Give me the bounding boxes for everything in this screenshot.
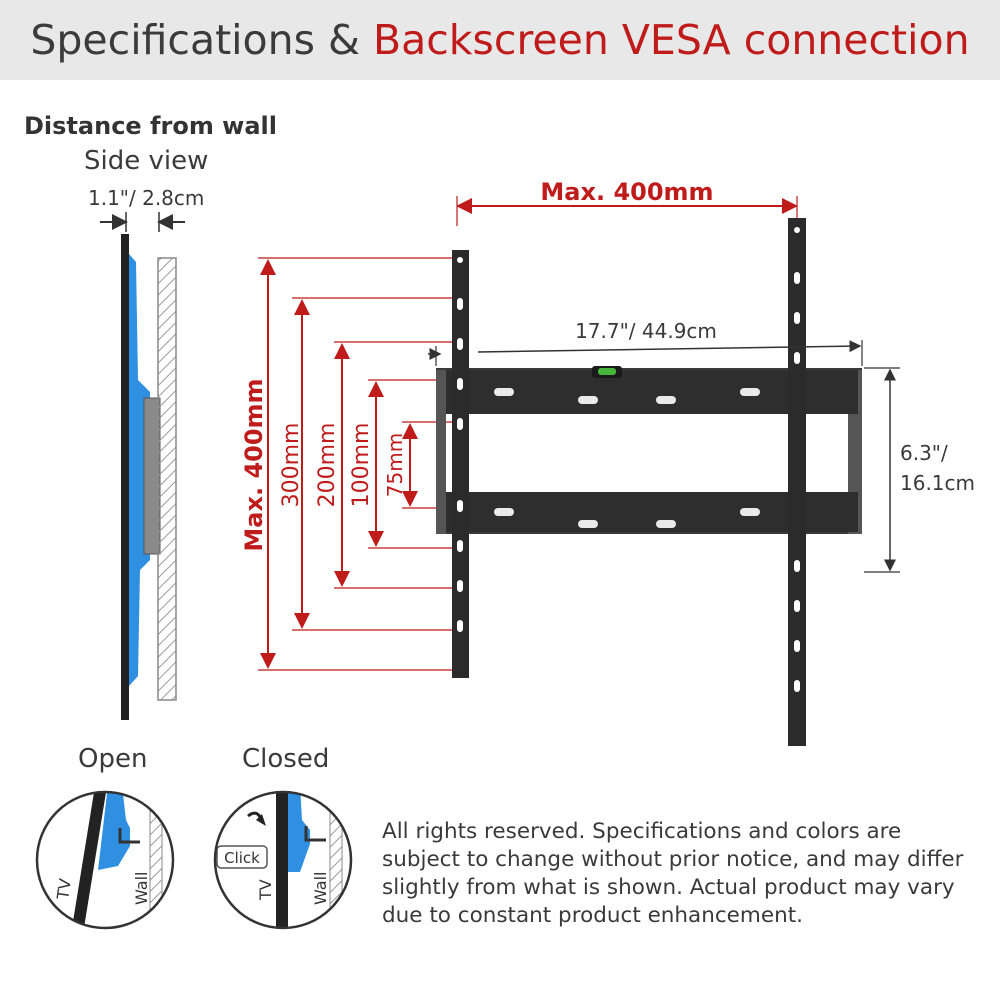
wall-bracket <box>436 218 862 746</box>
title-vesa: Backscreen VESA connection <box>373 16 970 64</box>
bracket-height-line2: 16.1cm <box>900 471 975 495</box>
open-detail: TV Wall <box>35 790 175 930</box>
right-vertical-arm <box>788 218 806 746</box>
closed-tv-label: TV <box>256 879 275 901</box>
dim-75-label: 75mm <box>383 433 407 497</box>
dim-300-label: 300mm <box>279 423 304 508</box>
width-max-label: Max. 400mm <box>540 178 713 206</box>
dim-100-label: 100mm <box>349 423 374 508</box>
side-view-label: Side view <box>84 146 209 176</box>
page-header: Specifications & Backscreen VESA connect… <box>0 0 1000 80</box>
wall-gap-label: 1.1"/ 2.8cm <box>88 186 205 210</box>
title-specifications: Specifications & <box>30 16 374 64</box>
vesa-dimensions: Max. 400mm Max. 400mm 300mm 200mm 100mm … <box>240 178 798 671</box>
closed-wall-label: Wall <box>311 872 330 906</box>
side-view-drawing <box>100 212 185 720</box>
dim-200-label: 200mm <box>315 423 340 508</box>
tv-back-blue <box>129 254 150 686</box>
open-tv-label: TV <box>53 877 75 901</box>
disclaimer-text: All rights reserved. Specifications and … <box>382 819 964 928</box>
bracket-dimensions: 17.7"/ 44.9cm 6.3"/ 16.1cm <box>428 319 975 573</box>
bracket-height-line1: 6.3"/ <box>900 441 948 465</box>
distance-title: Distance from wall <box>24 112 277 140</box>
closed-detail: Click TV Wall <box>213 790 353 930</box>
bracket-width-label: 17.7"/ 44.9cm <box>575 319 717 343</box>
left-vertical-arm <box>452 250 469 678</box>
closed-label: Closed <box>242 744 330 774</box>
wall-side <box>157 257 177 701</box>
height-max-label: Max. 400mm <box>240 378 268 551</box>
click-label: Click <box>224 849 260 867</box>
tv-panel-side <box>121 234 129 720</box>
open-wall-label: Wall <box>132 872 151 906</box>
open-label: Open <box>78 744 148 774</box>
